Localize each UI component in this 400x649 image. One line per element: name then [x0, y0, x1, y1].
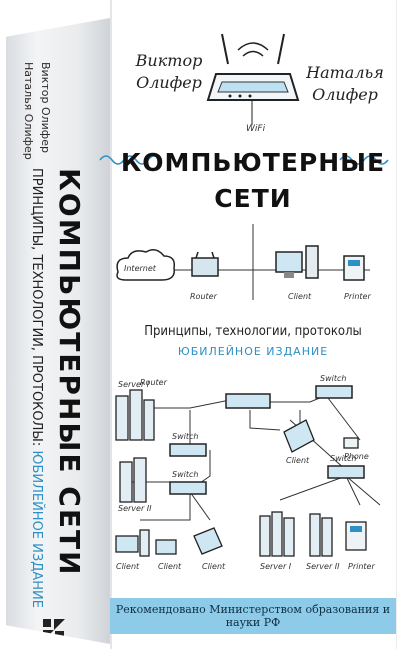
internet-label: Internet	[124, 264, 156, 273]
printer-label-top: Printer	[344, 292, 371, 301]
client-bottom-1-label: Client	[116, 562, 140, 571]
client-bottom-3-label: Client	[202, 562, 226, 571]
switch-label-right: Switch	[320, 374, 347, 383]
client-mid-label: Client	[286, 456, 310, 465]
top-network-diagram	[116, 224, 370, 300]
router-label-top: Router	[190, 292, 217, 301]
spine-author-1: Виктор Олифер	[39, 62, 52, 153]
author-right-last: Олифер	[312, 85, 378, 104]
author-right-first: Наталья	[306, 63, 384, 82]
cover-subtitle: Принципы, технологии, протоколы	[144, 324, 362, 339]
client-bottom-2-label: Client	[158, 562, 182, 571]
spine-author-2: Наталья Олифер	[22, 62, 35, 160]
author-left-last: Олифер	[136, 73, 202, 92]
phone-label: Phone	[344, 452, 369, 461]
switch-label-lower: Switch	[172, 470, 199, 479]
switch-label-mid: Switch	[172, 432, 199, 441]
book-spine: Виктор Олифер Наталья Олифер КОМПЬЮТЕРНЫ…	[6, 18, 110, 644]
router-label-main: Router	[140, 378, 167, 387]
spine-subtitle: ПРИНЦИПЫ, ТЕХНОЛОГИИ, ПРОТОКОЛЫ: ЮБИЛЕЙН…	[24, 168, 44, 608]
recommendation-text: Рекомендовано Министерством образования …	[115, 603, 391, 629]
front-cover: Виктор Олифер Наталья Олифер WiFi КОМПЬЮ…	[99, 0, 397, 649]
author-left: Виктор Олифер	[124, 50, 214, 94]
spine-title: КОМПЬЮТЕРНЫЕ СЕТИ	[53, 168, 86, 577]
jubilee-edition: ЮБИЛЕЙНОЕ ИЗДАНИЕ	[177, 345, 329, 358]
main-network-diagram	[115, 385, 381, 557]
title-line-2: СЕТИ	[214, 184, 292, 213]
wifi-router-icon	[206, 33, 300, 125]
spine-authors: Виктор Олифер Наталья Олифер	[18, 62, 52, 212]
recommendation-banner: Рекомендовано Министерством образования …	[110, 598, 396, 634]
author-left-first: Виктор	[135, 51, 203, 70]
server1-top-label: Server I	[118, 380, 150, 389]
spine-subtitle-main: ПРИНЦИПЫ, ТЕХНОЛОГИИ, ПРОТОКОЛЫ:	[29, 168, 44, 451]
title-line-1: КОМПЬЮТЕРНЫЕ	[120, 148, 386, 177]
title-decoration	[99, 155, 389, 165]
printer-bottom-label: Printer	[348, 562, 375, 571]
spine-subtitle-highlight: ЮБИЛЕЙНОЕ ИЗДАНИЕ	[29, 450, 44, 608]
server2-bottom-label: Server II	[306, 562, 340, 571]
wifi-label: WiFi	[246, 124, 266, 134]
author-right: Наталья Олифер	[300, 62, 390, 106]
server1-bottom-label: Server I	[260, 562, 292, 571]
publisher-logo-icon	[43, 619, 65, 641]
server2-left-label: Server II	[118, 504, 152, 513]
switch-label-far: Switch	[330, 454, 357, 463]
client-label-top: Client	[288, 292, 312, 301]
